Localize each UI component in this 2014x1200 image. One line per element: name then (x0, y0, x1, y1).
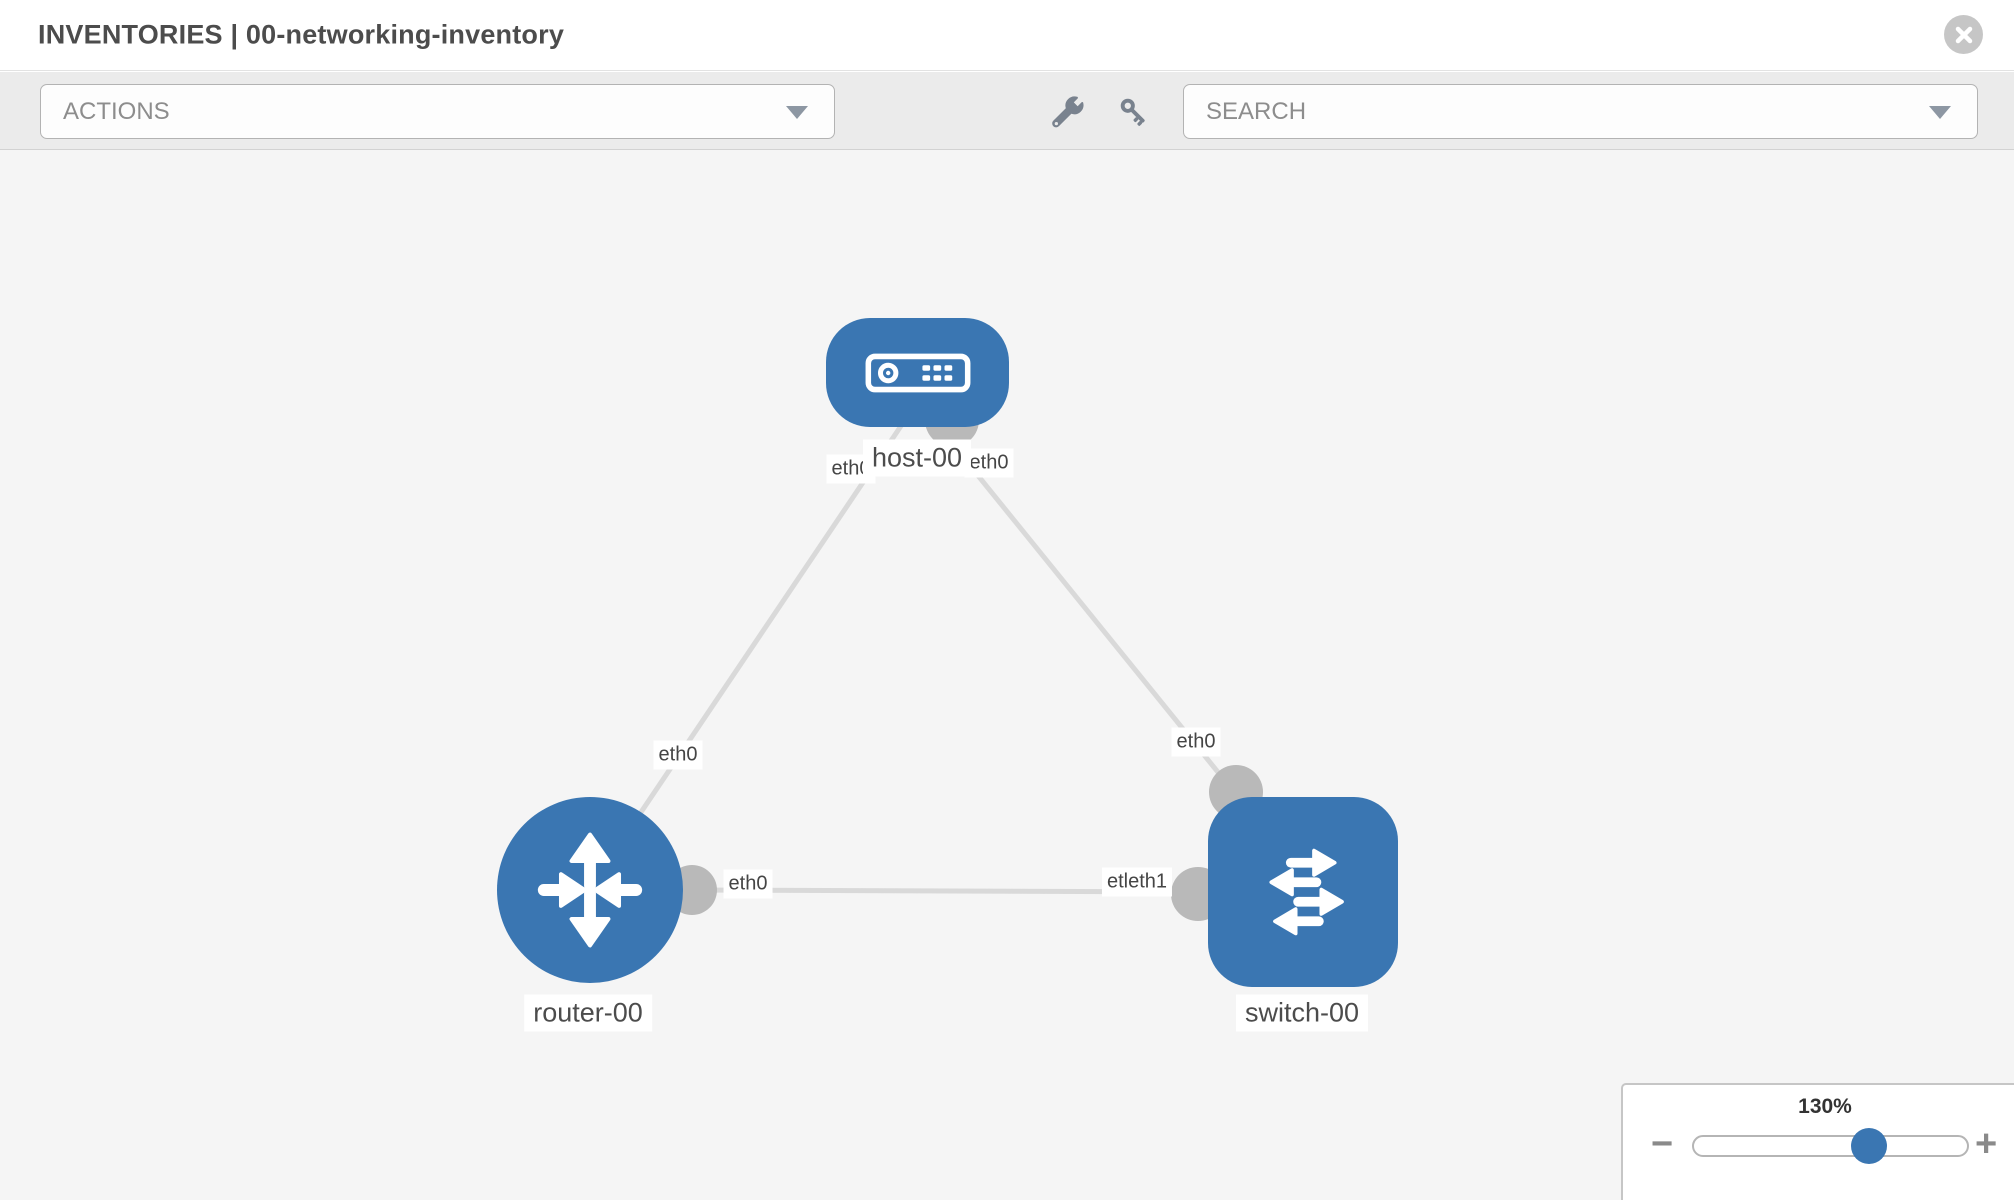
credentials-button[interactable] (1113, 91, 1157, 135)
node-label-router-00: router-00 (524, 994, 652, 1032)
actions-dropdown-label: ACTIONS (63, 97, 170, 125)
header: INVENTORIES | 00-networking-inventory (0, 0, 2014, 71)
iface-label-switch-eth0: eth0 (1171, 727, 1221, 757)
key-icon (1120, 98, 1145, 126)
actions-dropdown[interactable]: ACTIONS (40, 84, 835, 139)
search-dropdown (1183, 84, 1978, 139)
server-icon (865, 353, 970, 392)
close-icon (1955, 26, 1972, 43)
zoom-level-label: 130% (1798, 1095, 1852, 1118)
node-host-00[interactable] (826, 318, 1009, 427)
topology-canvas[interactable] (0, 150, 2014, 1200)
router-arrows-icon (537, 832, 643, 948)
link-host-router (587, 418, 908, 890)
iface-label-router-eth0-to-host: eth0 (653, 740, 703, 770)
caret-down-icon (1929, 105, 1951, 119)
zoom-out-button[interactable]: − (1651, 1123, 1674, 1165)
node-switch-00[interactable] (1208, 797, 1398, 987)
zoom-slider-track[interactable] (1692, 1128, 1969, 1164)
zoom-control-panel: 130% − + (1621, 1083, 2014, 1200)
switch-arrows-icon (1269, 848, 1344, 936)
zoom-slider-thumb[interactable] (1850, 1128, 1887, 1164)
close-button[interactable] (1944, 15, 1983, 54)
zoom-in-button[interactable]: + (1975, 1123, 1998, 1165)
search-input[interactable] (1206, 97, 1906, 126)
iface-label-host-eth0-to-switch: eth0 (964, 448, 1014, 478)
page-title: INVENTORIES | 00-networking-inventory (38, 19, 565, 50)
iface-label-router-eth0-to-switch: eth0 (723, 869, 773, 899)
tools-button[interactable] (1045, 91, 1089, 135)
node-label-host-00: host-00 (862, 439, 972, 477)
caret-down-icon (786, 105, 808, 119)
node-router-00[interactable] (497, 797, 683, 983)
iface-label-switch-eth1-overlapped: etleth1 (1101, 867, 1173, 897)
wrench-icon (1052, 96, 1084, 128)
toolbar: ACTIONS (0, 72, 2014, 150)
node-label-switch-00: switch-00 (1235, 994, 1369, 1032)
